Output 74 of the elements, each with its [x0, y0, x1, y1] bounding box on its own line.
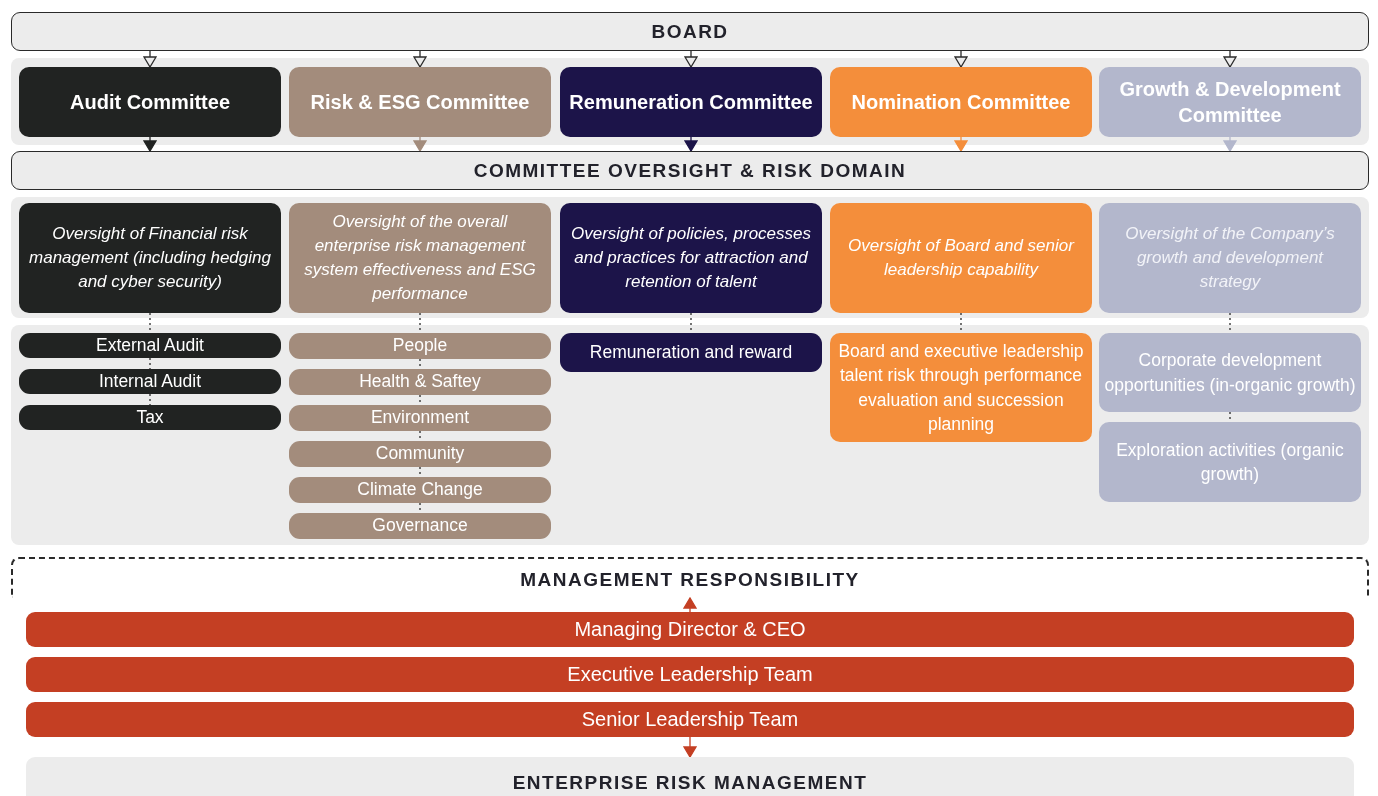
management-bar: [26, 657, 1354, 692]
dotted-connector: [149, 357, 151, 370]
management-label: Senior Leadership Team: [581, 707, 799, 732]
arrow: [954, 50, 968, 68]
oversight-box: [289, 203, 551, 313]
risk-domain-pill: [289, 405, 551, 431]
committee-title: Risk & ESG Committee: [310, 90, 530, 115]
section-header-box: [11, 151, 1369, 190]
risk-domain-label: Tax: [136, 406, 164, 429]
oversight-box: [560, 203, 822, 313]
arrow: [143, 50, 157, 68]
arrow: [1223, 136, 1237, 152]
management-label: Managing Director & CEO: [574, 617, 806, 642]
risk-domain-label: Corporate development opportunities (in-organic growth): [1103, 349, 1357, 397]
section-header: BOARD: [651, 19, 729, 44]
committee-box: [1099, 67, 1361, 137]
risk-domain-label: Internal Audit: [98, 370, 202, 393]
committee-box: [560, 67, 822, 137]
arrow: [954, 136, 968, 152]
committee-title: Remuneration Committee: [569, 90, 813, 115]
arrow: [1223, 50, 1237, 68]
committee-title: Growth & Development Committee: [1118, 77, 1342, 128]
risk-domain-pill: [19, 405, 281, 430]
arrow: [683, 736, 697, 758]
section-header: MANAGEMENT RESPONSIBILITY: [520, 568, 860, 592]
risk-domain-box: [1099, 333, 1361, 412]
risk-domain-label: Governance: [372, 515, 468, 537]
arrow: [413, 136, 427, 152]
committee-box: [830, 67, 1092, 137]
risk-domain-label: Health & Saftey: [359, 371, 481, 393]
oversight-box: [19, 203, 281, 313]
risk-domain-label: Community: [375, 443, 465, 465]
arrow: [684, 50, 698, 68]
section-header-box: [26, 757, 1354, 796]
section-header: ENTERPRISE RISK MANAGEMENT: [512, 771, 868, 795]
risk-domain-pill: [289, 333, 551, 359]
risk-domain-pill: [289, 441, 551, 467]
section-header-box: [11, 12, 1369, 51]
risk-domain-pill: [289, 369, 551, 395]
risk-domain-pill: [289, 477, 551, 503]
risk-domain-label: People: [392, 335, 448, 357]
risk-domain-box: [830, 333, 1092, 442]
management-bar: [26, 702, 1354, 737]
arrow: [413, 50, 427, 68]
risk-domain-pill: [289, 513, 551, 539]
arrow: [683, 597, 697, 613]
oversight-description: Oversight of policies, processes and practices for attraction and retention of talent: [570, 223, 812, 293]
risk-domain-pill: [560, 333, 822, 372]
dashed-section-frame: [11, 557, 1369, 598]
oversight-box: [1099, 203, 1361, 313]
risk-domain-label: Environment: [370, 407, 470, 429]
risk-domain-pill: [19, 333, 281, 358]
risk-domain-box: [1099, 422, 1361, 502]
oversight-box: [830, 203, 1092, 313]
risk-domain-label: Board and executive leadership talent risk through performance evaluation and succession planning: [837, 339, 1085, 436]
committee-box: [19, 67, 281, 137]
dotted-connector: [149, 393, 151, 406]
section-header: COMMITTEE OVERSIGHT & RISK DOMAIN: [473, 158, 907, 183]
committee-box: [289, 67, 551, 137]
risk-domain-label: Remuneration and reward: [589, 341, 793, 364]
committee-title: Audit Committee: [70, 90, 230, 115]
risk-domain-label: External Audit: [96, 334, 204, 357]
risk-domain-label: Exploration activities (organic growth): [1115, 438, 1345, 486]
oversight-description: Oversight of Financial risk management (including hedging and cyber security): [28, 223, 272, 293]
management-bar: [26, 612, 1354, 647]
oversight-description: Oversight of Board and senior leadership capability: [847, 235, 1076, 281]
oversight-description: Oversight of the Company’s growth and development strategy: [1124, 223, 1336, 293]
management-label: Executive Leadership Team: [567, 662, 813, 687]
arrow: [143, 136, 157, 152]
risk-domain-label: Climate Change: [357, 479, 483, 501]
risk-domain-pill: [19, 369, 281, 394]
committee-title: Nomination Committee: [851, 90, 1071, 115]
arrow: [684, 136, 698, 152]
oversight-description: Oversight of the overall enterprise risk management system effectiveness and ESG performance: [303, 211, 537, 305]
